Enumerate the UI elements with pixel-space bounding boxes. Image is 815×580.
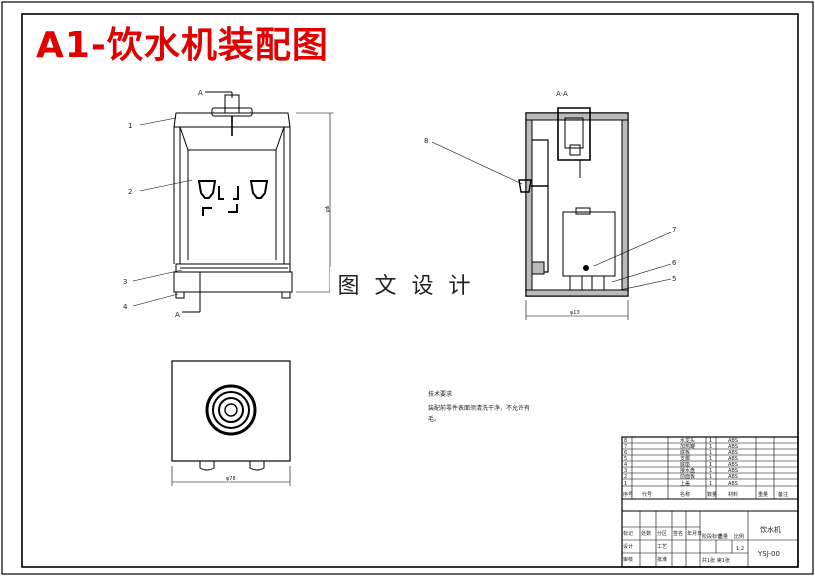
label-mark: 标记: [623, 530, 633, 537]
bom-material: ABS: [728, 481, 738, 487]
drawing-number: YSJ-00: [757, 550, 780, 558]
label-process: 工艺: [657, 544, 667, 550]
sheet-info: 共1张 第1张: [702, 557, 730, 564]
top-view: [171, 360, 291, 486]
inner-border: [21, 13, 799, 568]
bom-header-name: 名称: [680, 491, 690, 498]
bom-rows: 8 水龙头 1 ABS 7 加热罐 1 ABS 6 底板 1 ABS 5 支脚 …: [623, 437, 788, 498]
bom-material: ABS: [728, 468, 738, 474]
label-count: 处数: [641, 530, 651, 537]
bom-material: ABS: [728, 474, 738, 480]
callout-3: 3: [123, 278, 127, 286]
bom-material: ABS: [728, 438, 738, 444]
bom-qty: 1: [709, 444, 712, 450]
label-check: 审核: [623, 556, 633, 563]
section-title: A-A: [556, 90, 568, 98]
bom-header-qty: 数量: [707, 491, 717, 498]
bom-header-no: 序号: [623, 491, 633, 498]
label-ratio: 比例: [734, 533, 744, 540]
bom-header-material: 材料: [728, 491, 738, 498]
bom-no: 2: [624, 474, 627, 480]
bom-name: 接水盘: [680, 467, 695, 474]
section-width-label: ψ13: [570, 310, 580, 316]
notes-line-2: 毛。: [428, 415, 440, 423]
front-view: [132, 91, 334, 313]
bom-name: 支脚: [680, 455, 690, 462]
bom-name: 加热罐: [680, 443, 695, 450]
bom-name: 底板: [680, 449, 690, 456]
bom-qty: 1: [709, 450, 712, 456]
top-width-label: ψ78: [226, 476, 236, 482]
label-weight: 重量: [718, 533, 728, 540]
callout-8: 8: [424, 137, 428, 145]
section-mark-bottom: A: [175, 311, 180, 319]
label-sign: 签名: [673, 530, 683, 537]
bom-material: ABS: [728, 444, 738, 450]
title-block: [621, 436, 799, 568]
bom-material: ABS: [728, 456, 738, 462]
bom-name: 水龙头: [680, 437, 695, 444]
scale-value: 1:2: [736, 546, 744, 552]
bom-qty: 1: [709, 481, 712, 487]
notes-heading: 技术要求: [428, 390, 452, 398]
title-block-labels: 标记 处数 分区 签名 年月日 设计 审核 工艺 批准 阶段标记 重量 比例 1…: [623, 525, 781, 564]
label-date: 年月日: [687, 530, 702, 537]
notes-line-1: 装配前零件表面须清洗干净，不允许有: [428, 404, 530, 412]
bom-no: 4: [624, 462, 627, 468]
bom-no: 6: [624, 450, 627, 456]
bom-no: 8: [624, 438, 627, 444]
bom-material: ABS: [728, 450, 738, 456]
label-stage: 阶段标记: [702, 533, 722, 540]
bom-header-remark: 备注: [778, 491, 788, 498]
bom-qty: 1: [709, 468, 712, 474]
watermark: 图 文 设 计: [330, 267, 482, 307]
page-title: A1-饮水机装配图: [36, 25, 329, 66]
callout-5: 5: [672, 275, 676, 283]
bom-header-weight: 重量: [758, 491, 768, 498]
label-design: 设计: [623, 543, 633, 550]
bom-name: 上盖: [680, 480, 690, 487]
bom-material: ABS: [728, 462, 738, 468]
section-view: [431, 107, 672, 320]
bom-no: 5: [624, 456, 627, 462]
bom-no: 3: [624, 468, 627, 474]
bom-no: 1: [624, 481, 627, 487]
callout-4: 4: [123, 303, 128, 311]
label-approve: 批准: [657, 556, 667, 563]
product-name: 饮水机: [760, 525, 781, 534]
bom-qty: 1: [709, 438, 712, 444]
callout-2: 2: [128, 188, 132, 196]
label-division: 分区: [657, 530, 667, 537]
section-mark-top: A: [198, 89, 203, 97]
bom-qty: 1: [709, 456, 712, 462]
callout-1: 1: [128, 122, 132, 130]
bom-qty: 1: [709, 462, 712, 468]
bom-qty: 1: [709, 474, 712, 480]
bom-name: 前面板: [680, 473, 695, 480]
bom-no: 7: [624, 444, 627, 450]
bom-header-code: 代号: [642, 491, 652, 498]
callout-7: 7: [672, 226, 676, 234]
height-dimension-label: ψ8: [324, 206, 330, 212]
bom-name: 底座: [680, 461, 690, 468]
callout-6: 6: [672, 259, 677, 267]
